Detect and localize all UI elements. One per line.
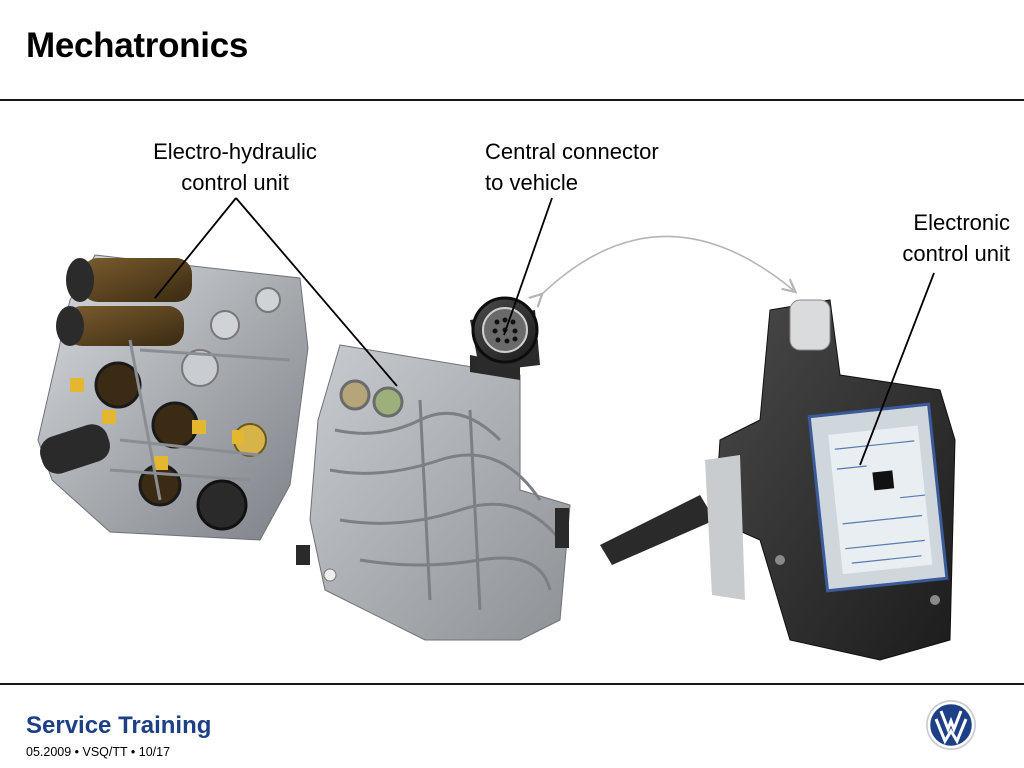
mechatronic-plate-image (296, 296, 571, 641)
footer-divider (0, 683, 1024, 685)
label-line: Electronic (913, 210, 1010, 235)
swap-arrow (540, 235, 793, 296)
header-divider (0, 99, 1024, 101)
label-central-connector: Central connector to vehicle (485, 136, 659, 198)
leader-line-ehcu-left (154, 197, 237, 299)
vw-logo-icon (926, 700, 976, 750)
label-line: Central connector (485, 139, 659, 164)
label-line: control unit (181, 170, 289, 195)
label-line: to vehicle (485, 170, 578, 195)
leader-line-ecu (859, 272, 935, 466)
label-line: Electro-hydraulic (153, 139, 317, 164)
footer-meta: 05.2009 • VSQ/TT • 10/17 (26, 745, 171, 759)
label-electro-hydraulic-control-unit: Electro-hydraulic control unit (130, 136, 340, 198)
electro-hydraulic-unit-image (37, 254, 309, 541)
footer-brand: Service Training (26, 712, 212, 739)
slide-title: Mechatronics (26, 26, 249, 65)
electronic-control-unit-image (600, 299, 956, 661)
leader-line-connector (503, 197, 553, 336)
label-line: control unit (902, 241, 1010, 266)
label-electronic-control-unit: Electronic control unit (902, 207, 1010, 269)
leader-line-ehcu-right (235, 197, 398, 387)
